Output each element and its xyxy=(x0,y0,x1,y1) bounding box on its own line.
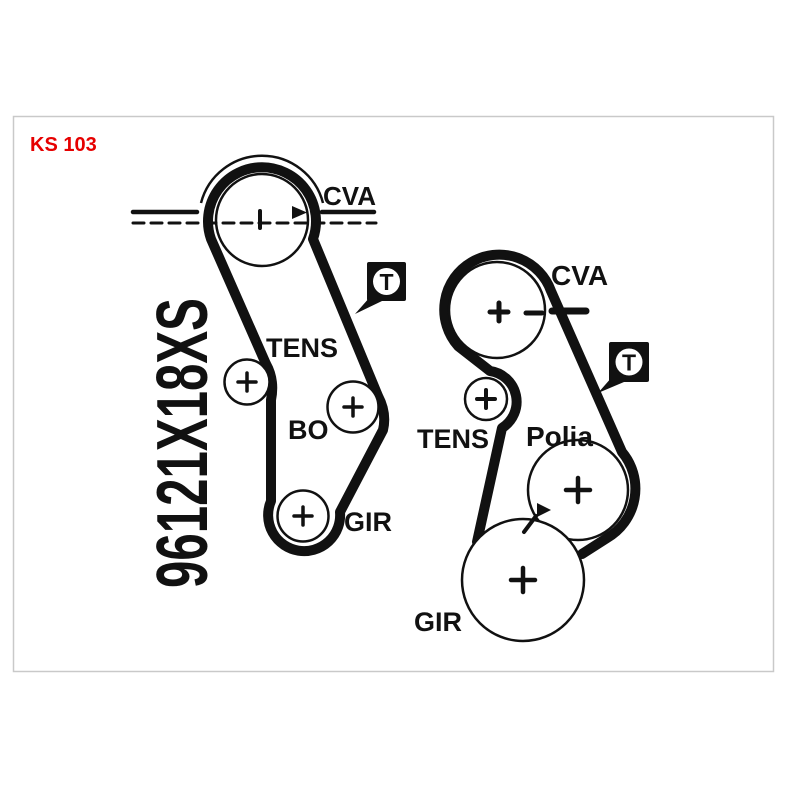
cva-label-right: CVA xyxy=(551,260,608,291)
gir-label-right: GIR xyxy=(414,607,462,637)
polia-cross-mark-right xyxy=(563,475,593,505)
gir-timing-tick-right xyxy=(522,514,538,534)
rotation-arrow-icon-left xyxy=(292,206,307,219)
t-circle-left xyxy=(373,268,400,295)
cva-label-left: CVA xyxy=(323,181,376,211)
t-circle-right xyxy=(615,348,643,376)
tens-label-right: TENS xyxy=(417,424,489,454)
bo-cross-mark-left xyxy=(342,396,364,418)
cva-cross-mark-right xyxy=(487,300,511,324)
left-belt-diagram: CVA TENS BO GIR T xyxy=(130,154,406,557)
t-letter-right: T xyxy=(622,350,636,376)
tens-label-left: TENS xyxy=(266,333,338,363)
kit-code-label: KS 103 xyxy=(30,134,97,156)
tension-point-icon-left: T xyxy=(355,262,406,314)
polia-label-right: Polia xyxy=(526,421,593,452)
right-belt-diagram: CVA TENS Polia GIR T xyxy=(414,249,649,643)
tension-point-icon-right: T xyxy=(598,342,649,393)
t-callout-tail-left xyxy=(355,297,382,314)
gir-label-left: GIR xyxy=(344,507,392,537)
t-letter-left: T xyxy=(379,269,393,295)
frame-border xyxy=(12,115,775,673)
belt-cover-arc xyxy=(199,154,325,204)
timing-belt-right xyxy=(439,249,641,559)
tens-cross-mark-left xyxy=(236,371,258,393)
rotation-arrow-icon-right xyxy=(537,503,551,517)
timing-belt-left xyxy=(203,162,390,557)
bo-label-left: BO xyxy=(288,415,329,445)
tens-cross-mark-right xyxy=(475,388,497,410)
part-number-label: 96121X18XS xyxy=(143,298,223,588)
gir-cross-mark-left xyxy=(292,505,314,527)
gir-cross-mark-right xyxy=(508,565,538,595)
